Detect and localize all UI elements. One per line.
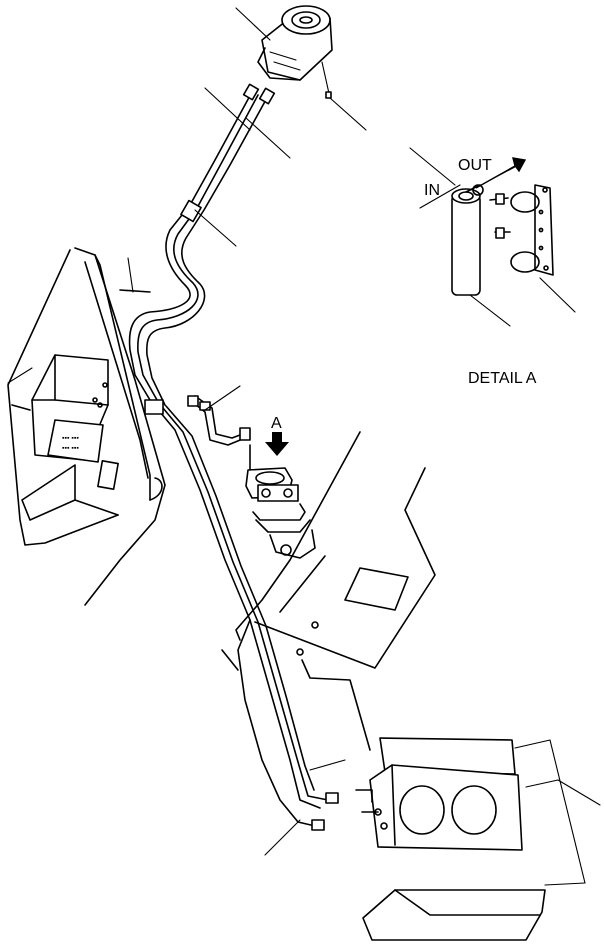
- receiver-drier: [245, 467, 316, 559]
- condenser-cover: [362, 889, 546, 941]
- detail-in-label: IN: [424, 182, 440, 199]
- leader-lines: [7, 7, 601, 886]
- compressor: [257, 5, 333, 99]
- operator-console: ▪▪▪ ▪▪▪ ▪▪▪ ▪▪▪: [7, 247, 166, 606]
- condenser-unit: [355, 737, 523, 851]
- svg-text:▪▪▪ ▪▪▪: ▪▪▪ ▪▪▪: [62, 435, 79, 442]
- floor-frame: [221, 431, 436, 751]
- detail-a: OUT IN DETAIL A: [424, 157, 554, 387]
- detail-caption: DETAIL A: [468, 370, 537, 387]
- svg-text:▪▪▪ ▪▪▪: ▪▪▪ ▪▪▪: [62, 445, 79, 452]
- view-arrow-a: A: [265, 415, 289, 456]
- detail-out-label: OUT: [458, 157, 492, 174]
- refrigerant-hoses: [128, 83, 339, 831]
- view-arrow-label: A: [271, 415, 282, 432]
- drier-hose: [187, 395, 251, 471]
